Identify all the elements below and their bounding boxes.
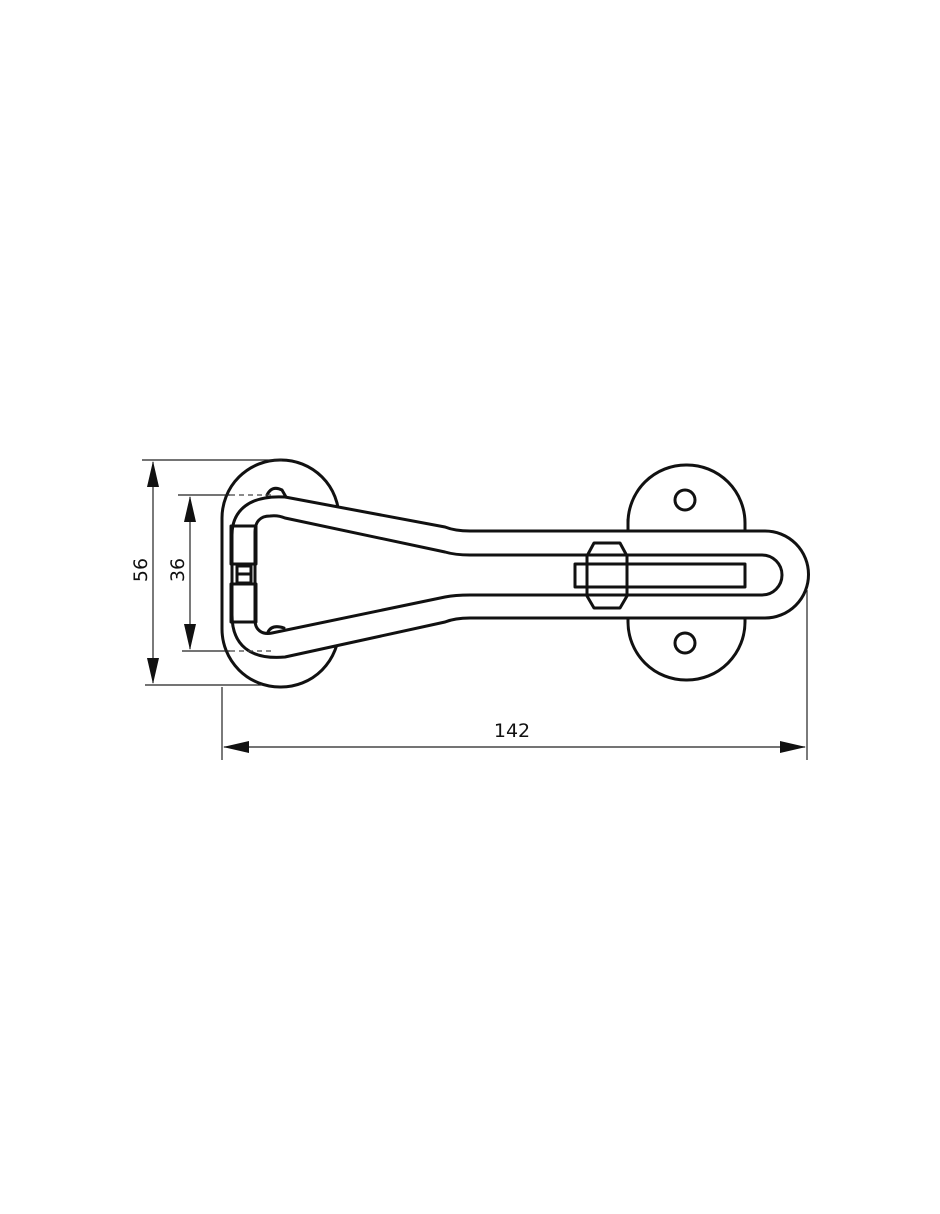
dimension-label-142: 142 [494,720,530,742]
arrow-icon [223,741,249,753]
pivot-top [265,486,288,499]
hinge-barrel-top [229,524,258,566]
slider-block [585,541,629,610]
arrow-icon [780,741,806,753]
hinge-barrel-bottom [229,582,258,624]
arrow-icon [184,624,196,650]
dimension-label-56: 56 [130,558,152,582]
screw-hole-bottom [673,631,697,655]
slider-bar [573,562,747,589]
screw-hole-top [673,488,697,512]
pivot-bottom [266,625,286,634]
arrow-icon [184,496,196,522]
dimension-label-36: 36 [167,558,189,582]
arm-outer-contour [230,495,810,659]
arrow-icon [147,461,159,487]
arrow-icon [147,658,159,684]
